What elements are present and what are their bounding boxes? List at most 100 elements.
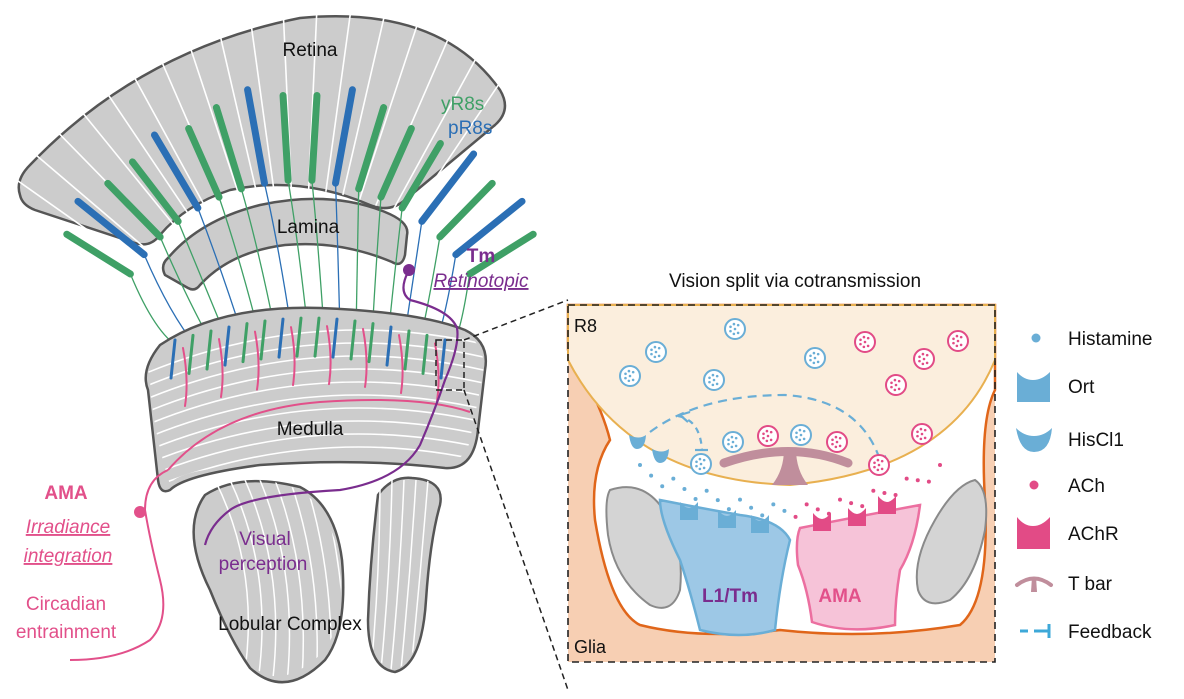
ama-neuron: [69, 469, 169, 661]
ach-vesicle: [911, 423, 933, 445]
ach-molecule: [849, 501, 854, 506]
pr8-photoreceptor: [244, 86, 268, 187]
l1-tm-label: L1/Tm: [702, 586, 758, 607]
pr8-photoreceptor: [452, 197, 526, 259]
ama-soma-icon: [134, 506, 146, 518]
yr8-photoreceptor: [377, 125, 415, 201]
r8-terminal: [421, 333, 429, 375]
r8-terminal: [439, 338, 447, 380]
pr8-photoreceptor: [332, 86, 356, 187]
ama-process: [434, 342, 440, 403]
pr8-photoreceptor: [150, 131, 202, 212]
glia-label: Glia: [574, 637, 607, 657]
r8-terminal: [187, 333, 195, 375]
medulla-layer: [146, 329, 484, 381]
retina-ray: [213, 9, 258, 196]
legend-label-histamine: Histamine: [1068, 329, 1152, 350]
r8-terminal: [403, 329, 411, 371]
histamine-molecule: [738, 497, 742, 502]
histamine-molecule: [649, 473, 654, 478]
retina-ray: [454, 160, 611, 272]
ach-molecule: [926, 479, 931, 484]
pr8-photoreceptor: [418, 150, 478, 225]
retina-ray: [116, 46, 210, 214]
histamine-molecule: [771, 502, 776, 507]
retina-label: Retina: [283, 40, 338, 61]
ach-molecule: [838, 497, 842, 502]
r8-terminal: [241, 322, 249, 364]
retina-ray: [342, 9, 387, 196]
lobula-plate-shape: [366, 476, 442, 674]
histamine-dot-icon: [1031, 333, 1041, 343]
ach-molecule: [804, 502, 809, 507]
r8-terminal: [295, 316, 303, 358]
yr8-photoreceptor: [63, 230, 134, 278]
visual-perception-label-2: perception: [219, 554, 308, 575]
inset-title: Vision split via cotransmission: [669, 271, 921, 292]
yr8-label: yR8s: [441, 94, 484, 115]
legend-label-tbar: T bar: [1068, 574, 1113, 595]
ort-receptor: [751, 515, 769, 533]
ama-process: [254, 330, 260, 391]
yr8-photoreceptor: [466, 230, 537, 278]
zoom-indicator: [435, 299, 569, 691]
ama-function-2: entrainment: [16, 622, 117, 643]
lobula-shape: [192, 479, 345, 684]
feedback-legend-icon: [1020, 624, 1051, 638]
r8-terminal: [367, 322, 375, 364]
tbar-legend-icon: [1015, 576, 1053, 592]
inset-panel: R8 Glia L1/Tm AMA: [566, 303, 997, 663]
retina-ray: [405, 64, 513, 223]
lobula-plate-layer: [379, 479, 393, 670]
retina-ray: [0, 205, 136, 286]
achr-receptor: [848, 508, 866, 526]
retina-ray: [180, 18, 242, 200]
yr8-photoreceptor: [185, 125, 223, 201]
lobula-plate-layer: [399, 479, 417, 670]
histamine-molecule: [704, 488, 709, 493]
medulla-label: Medulla: [277, 419, 344, 440]
histamine-vesicle: [703, 369, 725, 391]
tm-soma-icon: [403, 264, 415, 276]
r8-terminal: [385, 325, 393, 367]
ama-process: [182, 347, 188, 407]
ama-function-1: Circadian: [26, 594, 106, 615]
legend-label-ach: ACh: [1068, 476, 1105, 497]
achr-receptor: [878, 496, 896, 514]
retina-ray: [444, 132, 590, 258]
medulla: [144, 306, 488, 493]
l1-tm-cell: [658, 498, 792, 637]
histamine-molecule: [726, 507, 731, 512]
tm-title: Tm: [467, 246, 496, 267]
medulla-layer: [146, 407, 484, 459]
histamine-vesicle: [790, 424, 812, 446]
yr8-photoreceptor: [308, 92, 321, 184]
r8-terminal: [169, 338, 177, 380]
retina-ray: [247, 3, 275, 192]
r8-terminal: [277, 317, 285, 359]
ach-molecule: [915, 478, 920, 483]
histamine-molecule: [671, 476, 676, 481]
ach-molecule: [893, 492, 898, 497]
ach-molecule: [860, 504, 865, 509]
r8-label: R8: [574, 316, 597, 336]
histamine-vesicle: [804, 347, 826, 369]
ach-vesicle: [854, 331, 876, 353]
yr8-photoreceptor: [398, 140, 444, 212]
lamina-label: Lamina: [277, 217, 340, 238]
histamine-molecule: [715, 498, 720, 503]
histamine-molecule: [693, 496, 698, 501]
hiscl1-receptor: [629, 435, 646, 449]
histamine-molecule: [682, 486, 687, 491]
retina-ray: [87, 64, 195, 223]
histamine-vesicle: [619, 365, 641, 387]
r8-terminal: [205, 329, 213, 371]
lamina-shape: [161, 197, 409, 291]
lamina: [161, 197, 409, 291]
histamine-molecule: [749, 505, 754, 510]
r8-terminal: [313, 316, 321, 358]
lobula-plate-layer: [389, 479, 405, 670]
medulla-layer: [146, 355, 484, 407]
visual-perception-label-1: Visual: [239, 529, 290, 550]
hiscl1-receptor: [652, 449, 669, 463]
